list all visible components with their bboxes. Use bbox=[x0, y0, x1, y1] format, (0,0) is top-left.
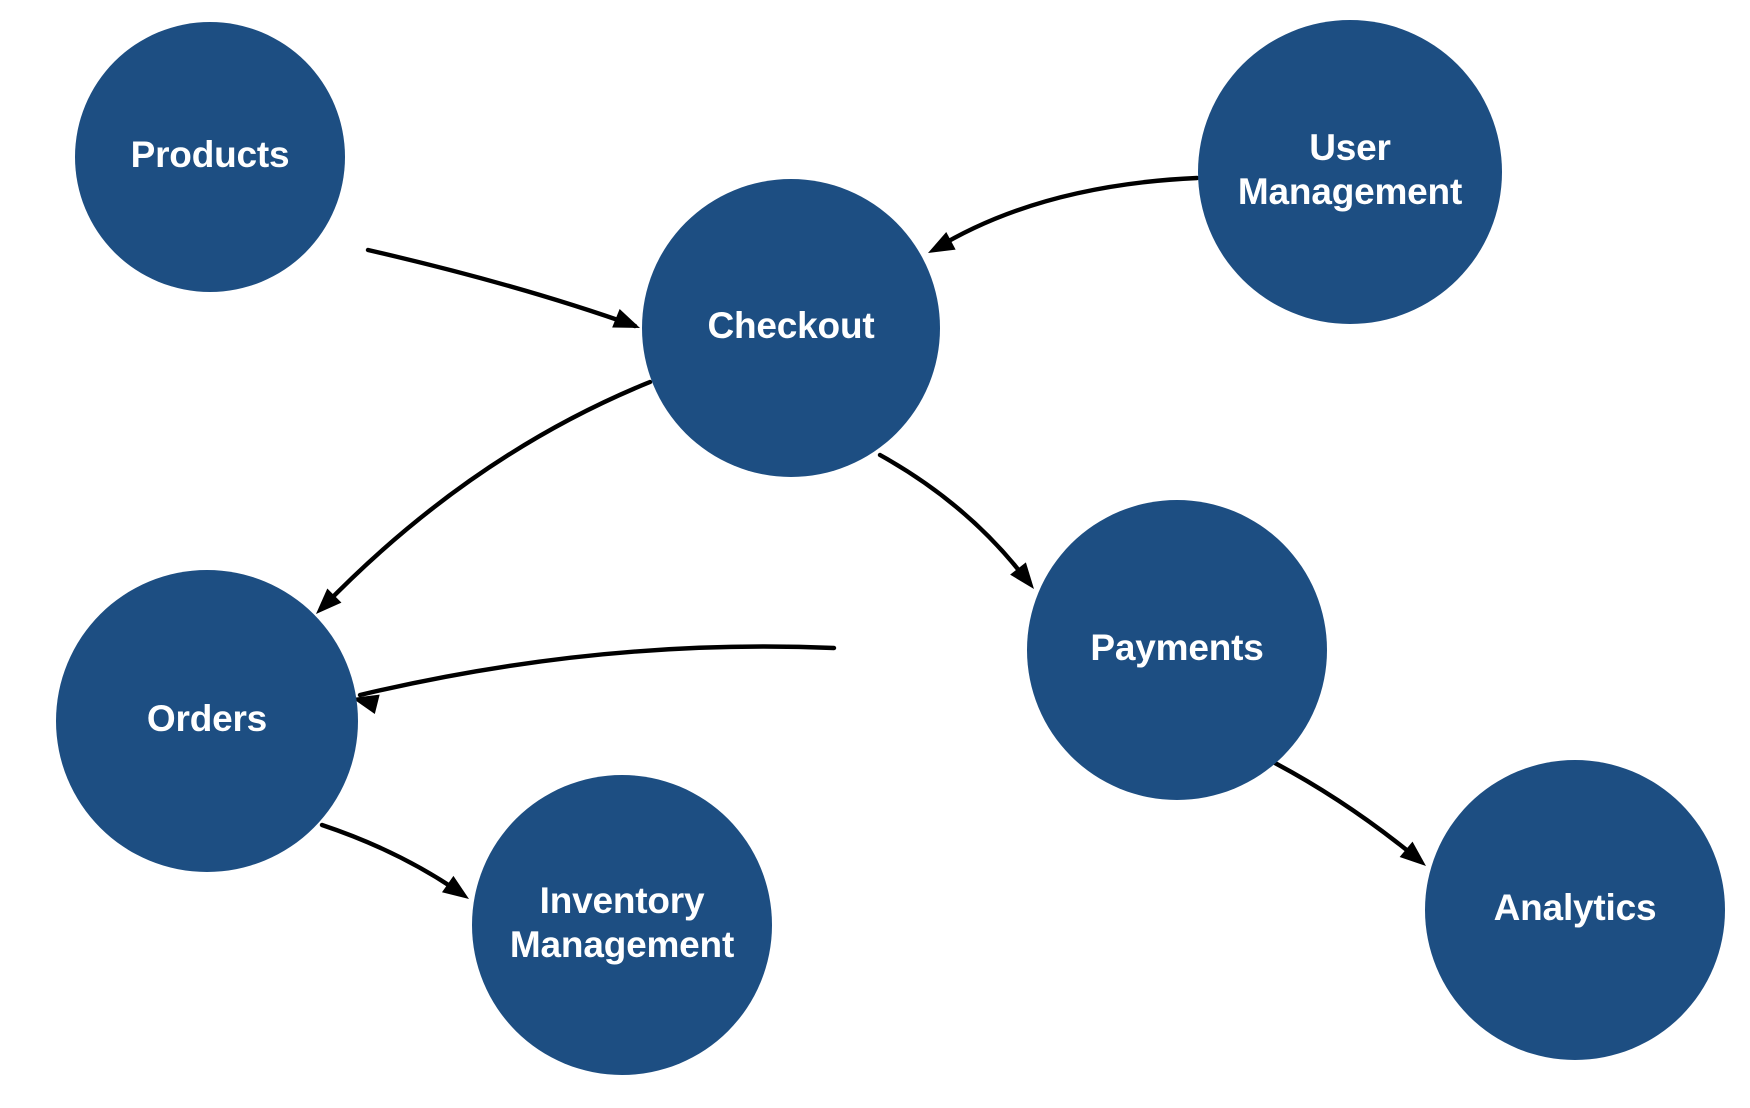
node-label-line: Management bbox=[1238, 171, 1462, 212]
node-shape[interactable] bbox=[1198, 20, 1502, 324]
node-label: Products bbox=[131, 134, 290, 175]
edge-line bbox=[357, 644, 837, 698]
edges-layer bbox=[309, 175, 1432, 907]
node-label-line: User bbox=[1309, 127, 1390, 168]
node-orders[interactable]: Orders bbox=[56, 570, 358, 872]
arrowhead-icon bbox=[352, 694, 380, 714]
node-shape[interactable] bbox=[1425, 760, 1725, 1060]
edge-line bbox=[365, 247, 638, 329]
edge-line bbox=[319, 822, 465, 897]
edge-products-to-checkout[interactable] bbox=[365, 247, 644, 337]
arrowhead-icon bbox=[1399, 841, 1426, 866]
arrowhead-icon bbox=[316, 588, 342, 614]
node-label-line: Management bbox=[510, 924, 734, 965]
node-shape[interactable] bbox=[75, 22, 345, 292]
node-shape[interactable] bbox=[472, 775, 772, 1075]
arrowhead-icon bbox=[928, 231, 956, 253]
node-label: Orders bbox=[147, 698, 267, 739]
arrowhead-icon bbox=[612, 308, 640, 328]
node-label-line: Orders bbox=[147, 698, 267, 739]
edge-line bbox=[877, 452, 1031, 585]
edge-line bbox=[1272, 760, 1422, 863]
node-label-line: Inventory bbox=[540, 880, 705, 921]
edge-checkout-to-orders[interactable] bbox=[309, 379, 653, 621]
node-label-line: Products bbox=[131, 134, 290, 175]
edge-line bbox=[319, 379, 653, 611]
node-shape[interactable] bbox=[642, 179, 940, 477]
arrowhead-icon bbox=[1010, 562, 1034, 589]
node-payments[interactable]: Payments bbox=[1027, 500, 1327, 800]
node-products[interactable]: Products bbox=[75, 22, 345, 292]
edge-orders-to-inventory[interactable] bbox=[319, 822, 475, 907]
node-label-line: Checkout bbox=[708, 305, 875, 346]
arrowhead-icon bbox=[441, 875, 469, 899]
node-checkout[interactable]: Checkout bbox=[642, 179, 940, 477]
node-shape[interactable] bbox=[56, 570, 358, 872]
edge-user_mgmt-to-checkout[interactable] bbox=[923, 175, 1200, 262]
node-label: Checkout bbox=[708, 305, 875, 346]
node-label-line: Payments bbox=[1090, 627, 1263, 668]
edge-payments-to-analytics[interactable] bbox=[1272, 760, 1432, 874]
edge-checkout-to-payments[interactable] bbox=[877, 452, 1042, 595]
edge-payments-to-orders[interactable] bbox=[350, 644, 837, 714]
node-label: Analytics bbox=[1494, 887, 1657, 928]
node-label: Payments bbox=[1090, 627, 1263, 668]
node-analytics[interactable]: Analytics bbox=[1425, 760, 1725, 1060]
node-label-line: Analytics bbox=[1494, 887, 1657, 928]
edge-line bbox=[932, 175, 1200, 252]
node-shape[interactable] bbox=[1027, 500, 1327, 800]
